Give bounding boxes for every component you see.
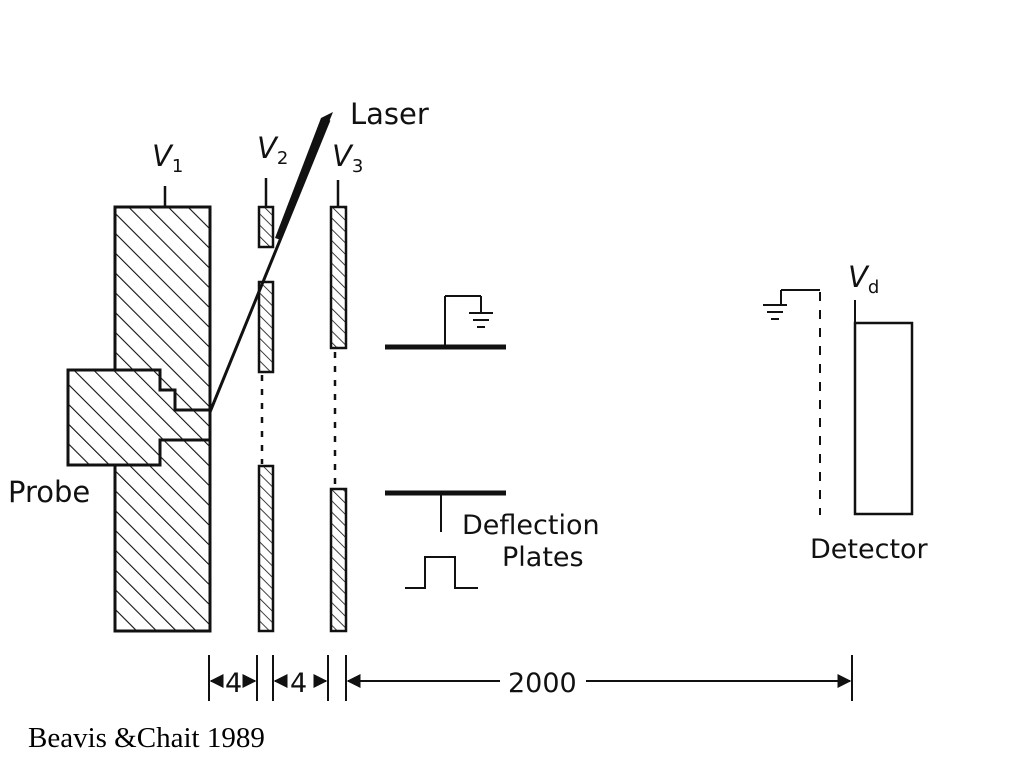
- ground-symbol-icon: [469, 312, 493, 328]
- dimension-lines: [208, 655, 853, 701]
- pulse-waveform-icon: [405, 556, 478, 589]
- detector: [763, 289, 914, 516]
- detector-ground-symbol-icon: [763, 304, 787, 320]
- laser-label: Laser: [350, 97, 429, 131]
- gap-2-label: 4: [290, 668, 307, 699]
- laser-beam: [208, 112, 333, 413]
- v3-electrode: [329, 180, 348, 633]
- v2-electrode: [257, 178, 275, 633]
- vd-label: Vd: [848, 260, 879, 298]
- probe-label: Probe: [8, 475, 90, 509]
- drift-length-label: 2000: [508, 668, 577, 699]
- deflection-plates-label-line1: Deflection: [462, 510, 600, 541]
- detector-label: Detector: [810, 534, 929, 565]
- v3-label: V3: [332, 139, 363, 177]
- v1-label: V1: [152, 139, 183, 177]
- gap-1-label: 4: [225, 668, 242, 699]
- deflection-plates-label-line2: Plates: [502, 542, 584, 573]
- citation: Beavis &Chait 1989: [28, 722, 265, 754]
- v2-label: V2: [257, 131, 288, 169]
- deflection-plates: [385, 295, 506, 589]
